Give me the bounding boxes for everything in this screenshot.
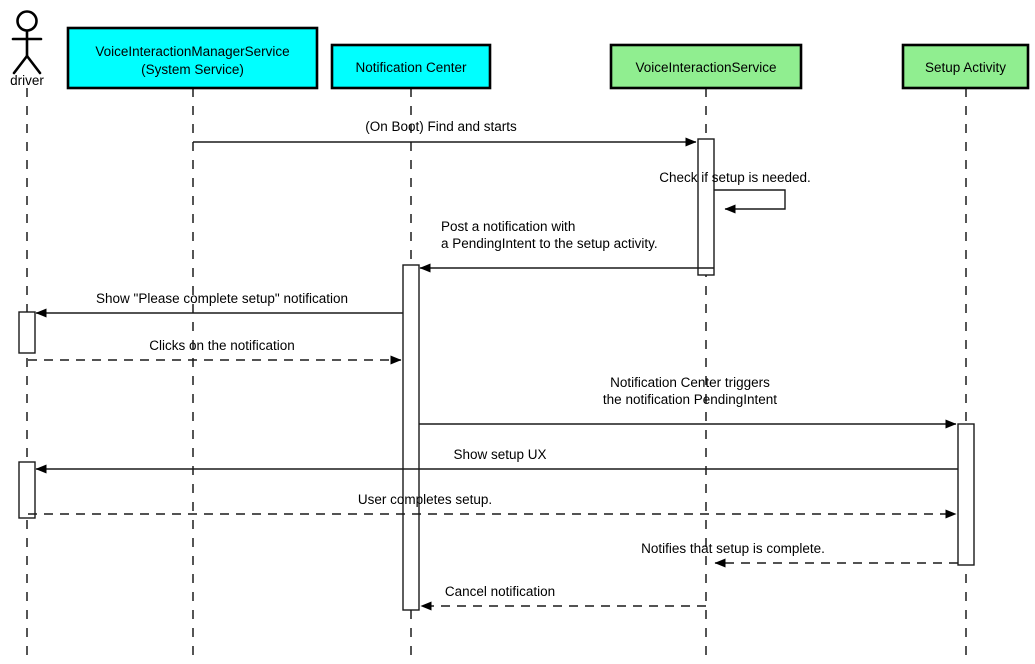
message-msg-cancel-notification[interactable]: Cancel notification: [420, 584, 706, 611]
message-label-msg-cancel-notification: Cancel notification: [445, 584, 555, 599]
message-msg-notifies-complete[interactable]: Notifies that setup is complete.: [641, 541, 958, 568]
participant-label-notification_center: Notification Center: [355, 60, 467, 75]
activation-bar-driver: [18, 461, 36, 519]
message-label-msg-post-notification-line2: a PendingIntent to the setup activity.: [441, 236, 658, 251]
participant-label-vims-line1: VoiceInteractionManagerService: [95, 44, 289, 59]
message-msg-user-completes-setup[interactable]: User completes setup.: [28, 492, 957, 519]
activation-bar-setup_activity: [957, 423, 975, 566]
participant-notification_center[interactable]: Notification Center: [330, 43, 492, 90]
participant-vims[interactable]: VoiceInteractionManagerService (System Se…: [66, 26, 319, 90]
message-msg-on-boot[interactable]: (On Boot) Find and starts: [193, 119, 697, 147]
actor-head-icon: [16, 10, 38, 32]
participant-label-vis: VoiceInteractionService: [635, 60, 776, 75]
message-label-msg-show-setup-ux: Show setup UX: [453, 447, 546, 462]
participant-label-setup_activity: Setup Activity: [925, 60, 1006, 75]
actor-leg-right-icon: [25, 54, 42, 75]
participant-vis[interactable]: VoiceInteractionService: [609, 43, 803, 90]
participant-box-vims[interactable]: [66, 26, 319, 90]
message-label-msg-check-setup: Check if setup is needed.: [659, 170, 811, 185]
lifelines-group: [26, 88, 967, 658]
participant-setup_activity[interactable]: Setup Activity: [901, 43, 1030, 90]
message-label-msg-on-boot: (On Boot) Find and starts: [365, 119, 517, 134]
participant-label-driver: driver: [10, 73, 44, 88]
message-line-msg-check-setup: [714, 189, 786, 214]
message-label-msg-notifies-complete: Notifies that setup is complete.: [641, 541, 825, 556]
message-label-msg-clicks-notification: Clicks on the notification: [149, 338, 295, 353]
activation-bar-notification_center: [402, 264, 420, 611]
message-msg-check-setup[interactable]: Check if setup is needed.: [659, 170, 811, 214]
message-label-msg-trigger-pendingintent-line2: the notification PendingIntent: [603, 392, 777, 407]
activation-bars-group: [18, 138, 975, 611]
actor-leg-left-icon: [12, 54, 29, 75]
activation-bar-vis: [697, 138, 715, 276]
participant-box-setup_activity[interactable]: [901, 43, 1030, 90]
participants-group: driver VoiceInteractionManagerService (Sys…: [10, 10, 1030, 90]
activation-bar-driver: [18, 311, 36, 354]
participant-box-notification_center[interactable]: [330, 43, 492, 90]
message-msg-trigger-pendingintent[interactable]: Notification Center triggers the notifica…: [419, 375, 957, 429]
message-msg-post-notification[interactable]: Post a notification with a PendingIntent …: [419, 219, 714, 273]
message-msg-clicks-notification[interactable]: Clicks on the notification: [28, 338, 402, 365]
participant-box-vis[interactable]: [609, 43, 803, 90]
message-label-msg-trigger-pendingintent-line1: Notification Center triggers: [610, 375, 770, 390]
message-msg-show-setup-ux[interactable]: Show setup UX: [35, 447, 958, 474]
message-msg-show-notification[interactable]: Show "Please complete setup" notificatio…: [35, 291, 403, 318]
message-label-msg-show-notification: Show "Please complete setup" notificatio…: [96, 291, 348, 306]
message-label-msg-post-notification-line1: Post a notification with: [441, 219, 575, 234]
participant-driver[interactable]: driver: [10, 10, 44, 89]
participant-label-vims-line2: (System Service): [141, 62, 244, 77]
message-label-msg-user-completes-setup: User completes setup.: [358, 492, 492, 507]
